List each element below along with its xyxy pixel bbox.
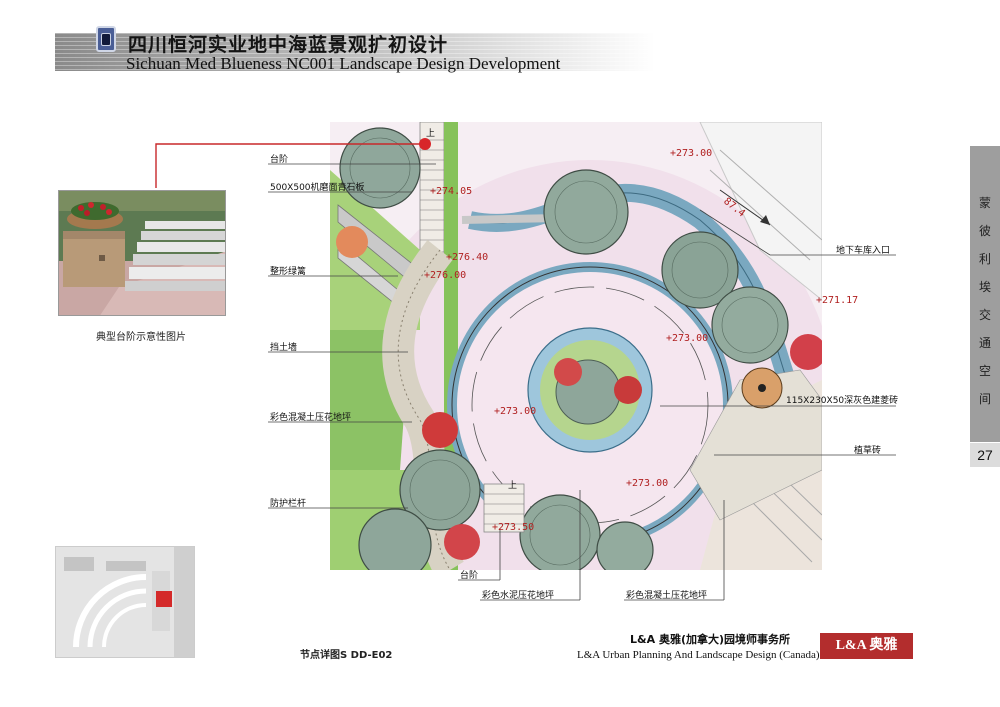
side-tab-char: 利	[978, 252, 991, 266]
elevation-label: +273.00	[670, 148, 713, 159]
callout-bluestone-paving: 500X500机磨面青石板	[270, 183, 365, 193]
photo-caption: 典型台阶示意性图片	[96, 332, 186, 343]
stairs-photo-illustration	[59, 191, 225, 315]
callout-paver-brick: 115X230X50深灰色建菱砖	[786, 396, 899, 406]
header-stripes	[55, 33, 655, 71]
callout-grass-paver: 植草砖	[854, 446, 882, 456]
side-tab: 蒙 彼 利 埃 交 通 空 间	[970, 146, 1000, 442]
callout-retaining-wall: 挡土墙	[270, 343, 298, 353]
elevation-label: +273.50	[492, 522, 535, 533]
side-tab-char: 通	[978, 336, 991, 350]
callout-stamped-concrete-bottom: 彩色混凝土压花地坪	[626, 591, 708, 601]
callout-stamped-concrete: 彩色混凝土压花地坪	[270, 413, 352, 423]
key-map	[55, 546, 195, 658]
up-marker: 上	[426, 129, 436, 139]
side-tab-char: 彼	[978, 224, 991, 238]
callout-stamped-cement: 彩色水泥压花地坪	[482, 591, 555, 601]
callout-clipped-hedge: 整形绿篱	[270, 267, 307, 277]
elevation-label: +273.00	[666, 333, 709, 344]
firm-logo: L&A 奥雅	[820, 633, 913, 659]
firm-name-cn: L&A 奥雅(加拿大)园境师事务所	[630, 633, 790, 646]
page-number: 27	[970, 443, 1000, 467]
side-tab-char: 间	[978, 392, 991, 406]
elevation-label: +276.00	[424, 270, 467, 281]
reference-photo	[58, 190, 226, 316]
project-logo-inner	[101, 33, 111, 46]
leader-lines	[268, 163, 896, 601]
elevation-label: +274.05	[430, 186, 473, 197]
photo-pointer-line	[155, 143, 424, 188]
firm-name-en: L&A Urban Planning And Landscape Design …	[577, 649, 841, 661]
detail-id: 节点详图S DD-E02	[300, 650, 393, 661]
elevation-label: +276.40	[446, 252, 489, 263]
plan-drawing	[330, 122, 822, 570]
page-title-cn: 四川恒河实业地中海蓝景观扩初设计	[128, 34, 449, 56]
callout-stairs: 台阶	[270, 155, 289, 165]
side-tab-char: 空	[978, 364, 991, 378]
elevation-label: +271.17	[816, 295, 859, 306]
up-marker: 上	[508, 481, 518, 491]
page-title-en: Sichuan Med Blueness NC001 Landscape Des…	[126, 54, 561, 73]
side-tab-char: 埃	[978, 280, 991, 294]
elevation-label: +273.00	[626, 478, 669, 489]
side-tab-char: 蒙	[978, 196, 991, 210]
callout-stairs-bottom: 台阶	[460, 571, 479, 581]
callout-garage-entrance: 地下车库入口	[836, 246, 891, 256]
elevation-label: +273.00	[494, 406, 537, 417]
header-band	[55, 33, 655, 71]
side-tab-char: 交	[978, 308, 991, 322]
key-map-illustration	[56, 547, 194, 657]
photo-pointer-dot	[419, 138, 431, 150]
callout-guard-railing: 防护栏杆	[270, 499, 307, 509]
